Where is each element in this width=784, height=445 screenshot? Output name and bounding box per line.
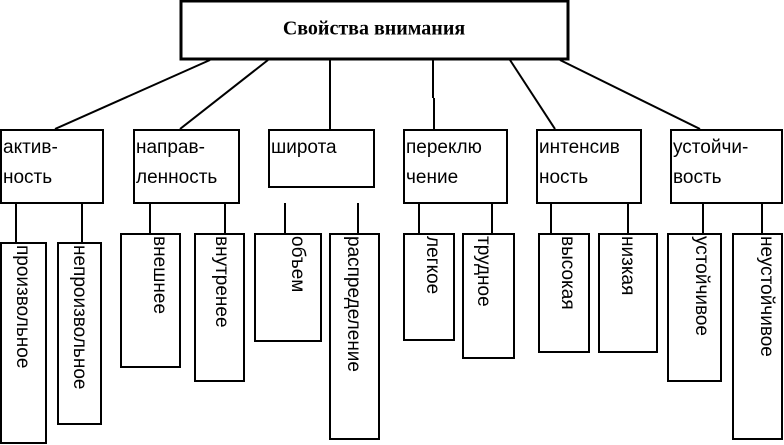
- category-box-switching: [403, 129, 508, 204]
- connector-root-stability: [559, 59, 701, 130]
- category-box-stability: [670, 129, 783, 204]
- leaf-high: высокая: [538, 233, 590, 353]
- root-box: [179, 0, 570, 61]
- leaf-internal: внутренее: [194, 233, 245, 382]
- leaf-volume: объем: [254, 233, 322, 342]
- leaf-box: [254, 233, 322, 342]
- category-label-line1: широта: [271, 137, 337, 158]
- category-label-line1: устойчи-: [673, 137, 748, 158]
- leaf-box: [57, 242, 102, 425]
- root-title: Свойства внимания: [283, 18, 466, 40]
- leaf-label: распределение: [343, 236, 364, 372]
- connector-root-activity: [54, 59, 211, 130]
- connector-root-intensity: [509, 59, 556, 130]
- leaf-label: низкая: [617, 236, 638, 295]
- leaf-box: [0, 242, 47, 444]
- category-direction: направ- ленность: [133, 129, 240, 204]
- leaf-distribution: распределение: [329, 233, 380, 440]
- leaf-involuntary: непроизвольное: [57, 242, 102, 425]
- leaf-box: [403, 233, 455, 341]
- category-box-activity: [0, 129, 104, 204]
- leaf-box: [329, 233, 380, 440]
- category-label-line2: ленность: [136, 167, 217, 188]
- leaf-label: внутренее: [211, 236, 232, 328]
- leaf-box: [667, 233, 722, 382]
- leaf-label: неустойчивое: [756, 236, 777, 357]
- category-breadth: широта: [268, 129, 375, 188]
- category-label-line2: ность: [539, 167, 588, 188]
- category-label-line1: направ-: [136, 137, 205, 158]
- leaf-box: [732, 233, 783, 440]
- leaf-label: непроизвольное: [69, 245, 90, 389]
- leaf-box: [120, 233, 181, 368]
- category-label-line2: чение: [406, 167, 458, 188]
- leaf-box: [194, 233, 245, 382]
- leaf-stable: устойчивое: [667, 233, 722, 382]
- leaf-label: объем: [287, 236, 308, 292]
- leaf-unstable: неустойчивое: [732, 233, 783, 440]
- leaf-label: устойчивое: [691, 236, 712, 336]
- category-label-line2: вость: [673, 167, 722, 188]
- category-label-line1: актив-: [3, 137, 58, 158]
- category-intensity: интенсив ность: [536, 129, 642, 204]
- leaf-box: [538, 233, 590, 353]
- category-activity: актив- ность: [0, 129, 104, 204]
- leaf-voluntary: произвольное: [0, 242, 47, 444]
- category-box-breadth: [268, 129, 375, 188]
- leaf-label: произвольное: [12, 245, 33, 368]
- leaf-box: [462, 233, 515, 359]
- category-label-line1: переклю: [406, 137, 482, 158]
- category-label-line2: ность: [3, 167, 52, 188]
- root-connectors: [54, 59, 701, 130]
- leaf-box: [598, 233, 658, 353]
- category-stability: устойчи- вость: [670, 129, 783, 204]
- leaf-label: трудное: [473, 236, 494, 307]
- category-label-line1: интенсив: [539, 137, 620, 158]
- leaf-low: низкая: [598, 233, 658, 353]
- leaf-hard: трудное: [462, 233, 515, 359]
- leaf-label: внешнее: [149, 236, 170, 314]
- category-box-intensity: [536, 129, 642, 204]
- leaf-connectors: [15, 203, 763, 243]
- leaf-easy: легкое: [403, 233, 455, 341]
- connector-root-direction: [179, 59, 269, 130]
- category-switching: переклю чение: [403, 129, 508, 204]
- leaf-external: внешнее: [120, 233, 181, 368]
- leaf-label: легкое: [422, 236, 443, 294]
- category-box-direction: [133, 129, 240, 204]
- leaf-label: высокая: [557, 236, 578, 310]
